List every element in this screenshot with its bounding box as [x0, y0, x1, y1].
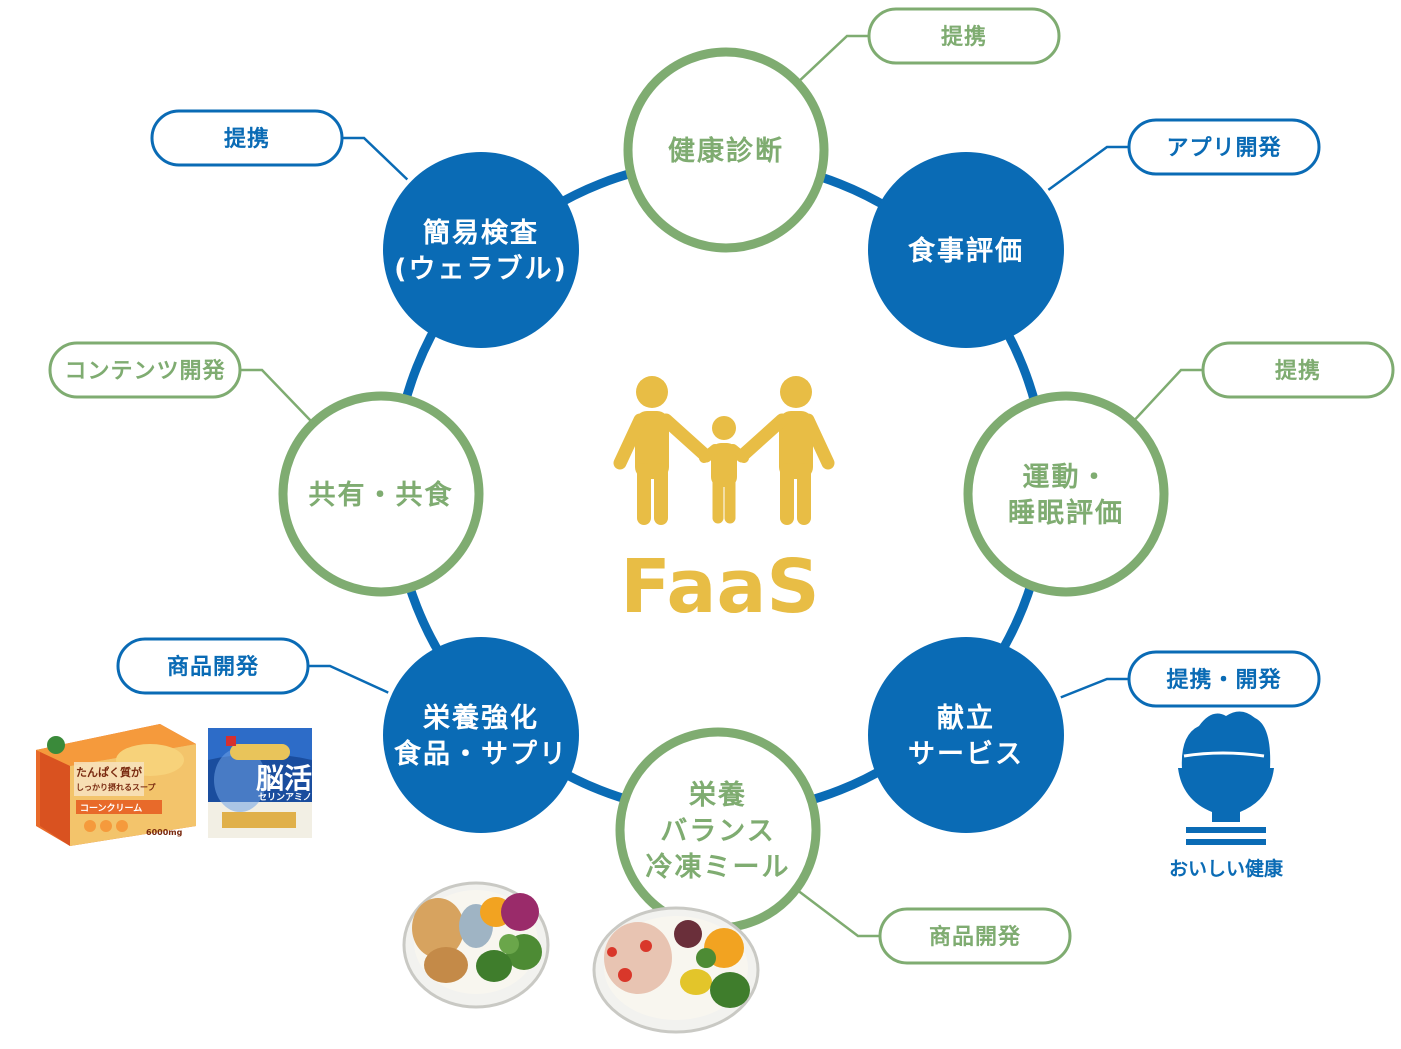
- relation-pill: [150, 109, 344, 167]
- relation-label: 提携: [941, 24, 987, 50]
- relation-label: コンテンツ開発: [64, 359, 225, 384]
- supplement-box-sub: セリンアミノ: [258, 792, 312, 803]
- connector-line: [240, 368, 312, 422]
- node-circle: [868, 152, 1064, 348]
- node-label: 簡易検査: [423, 217, 539, 249]
- relation-pill: [878, 907, 1072, 965]
- node-label: 食品・サプリ: [394, 738, 568, 770]
- relation-kani-kensa: 提携: [150, 109, 344, 167]
- connector-line: [1134, 368, 1203, 421]
- relation-label: 商品開発: [929, 924, 1021, 950]
- node-undo-suimin-hyoka: 運動・睡眠評価: [963, 391, 1169, 597]
- relation-kenko-shindan: 提携: [867, 7, 1061, 65]
- node-label: 冷凍ミール: [646, 852, 791, 883]
- node-kani-kensa: 簡易検査 (ウェラブル): [383, 152, 579, 348]
- node-circle: [623, 47, 829, 253]
- connector-line: [1060, 677, 1129, 699]
- soup-box-flavor: コーンクリーム: [80, 803, 142, 814]
- relation-pill: [1127, 650, 1321, 708]
- relation-shokuji-hyoka: アプリ開発: [1127, 118, 1321, 176]
- soup-box-line2: しっかり摂れるスープ: [76, 782, 157, 792]
- oishii-kenko-caption: おいしい健康: [1169, 857, 1284, 880]
- node-circle: [963, 391, 1169, 597]
- node-circle: [383, 637, 579, 833]
- node-label: 健康診断: [668, 135, 784, 167]
- node-label: サービス: [908, 739, 1024, 770]
- node-label: 運動・: [1023, 462, 1110, 493]
- node-kyoyu-kyoshoku: 共有・共食: [278, 391, 484, 597]
- relation-label: 商品開発: [167, 654, 259, 680]
- supplement-product-image: 脳活 セリンアミノ: [208, 728, 312, 838]
- node-kenko-shindan: 健康診断: [623, 47, 829, 253]
- relation-label: 提携・開発: [1166, 667, 1281, 693]
- connector-line: [1047, 145, 1129, 191]
- relation-label: アプリ開発: [1166, 136, 1281, 161]
- soup-box-amount: 6000mg: [146, 828, 183, 837]
- node-label: 栄養強化: [422, 702, 539, 734]
- node-circle: [383, 152, 579, 348]
- soup-product-image: たんぱく質が しっかり摂れるスープ コーンクリーム 6000mg: [36, 724, 196, 846]
- relation-pill: [1127, 118, 1321, 176]
- node-label: 栄養: [688, 779, 747, 811]
- node-label: 共有・共食: [309, 479, 454, 511]
- node-circle: [278, 391, 484, 597]
- relation-kondate-service: 提携・開発: [1127, 650, 1321, 708]
- family-icon: [613, 376, 835, 525]
- brand-faas: FaaS: [620, 544, 819, 630]
- meal-tray-1: [402, 881, 550, 1009]
- connector-line: [308, 664, 389, 694]
- relation-eiyo-kyoka-shokuhin: 商品開発: [116, 637, 310, 695]
- connector-lines: [240, 34, 1203, 938]
- node-label: (ウェラブル): [394, 253, 568, 285]
- relation-eiyo-balance-meal: 商品開発: [878, 907, 1072, 965]
- relation-pill: [1201, 341, 1395, 399]
- relation-kyoyu-kyoshoku: コンテンツ開発: [48, 341, 242, 399]
- relation-pill: [116, 637, 310, 695]
- connector-line: [799, 34, 869, 81]
- relation-labels: 提携 アプリ開発 提携 提携・開発 商品開発 商品開発 コンテンツ開発 提携: [48, 7, 1395, 965]
- relation-pill: [867, 7, 1061, 65]
- node-label: 睡眠評価: [1008, 497, 1124, 529]
- supplement-box-name: 脳活: [256, 762, 312, 795]
- node-shokuji-hyoka: 食事評価: [868, 152, 1064, 348]
- relation-pill: [48, 341, 242, 399]
- connector-line: [342, 136, 409, 181]
- node-label: 献立: [937, 702, 995, 734]
- node-circle: [868, 637, 1064, 833]
- meal-tray-2: [592, 906, 760, 1034]
- rice-bowl-icon: [1178, 711, 1274, 845]
- node-label: 食事評価: [908, 235, 1024, 267]
- relation-label: 提携: [224, 126, 270, 152]
- relation-undo-suimin-hyoka: 提携: [1201, 341, 1395, 399]
- relation-label: 提携: [1275, 358, 1321, 384]
- node-label: バランス: [660, 816, 775, 847]
- connector-line: [798, 890, 880, 938]
- soup-box-line1: たんぱく質が: [76, 765, 142, 779]
